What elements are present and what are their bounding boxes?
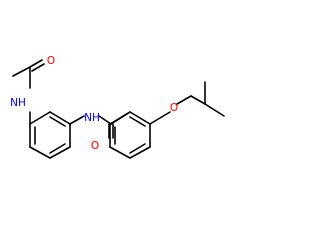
ring1-bond xyxy=(29,111,51,125)
bond-ring-nh xyxy=(69,115,85,125)
bond-carbonyl-oxygen-double-b xyxy=(31,63,45,72)
ether-oxygen-label: O xyxy=(170,102,178,114)
ring1-bond xyxy=(49,111,71,125)
atom-labels: O NH NH O O xyxy=(10,55,178,152)
bond-ch-methyl-right xyxy=(204,103,225,117)
ring1-bond xyxy=(49,146,71,159)
ring1-inner-bond xyxy=(49,116,66,127)
bond-ring-ether-oxygen xyxy=(149,111,171,125)
ring2-bond xyxy=(129,146,151,159)
bond-methyl-carbonyl xyxy=(12,66,31,77)
acetyl-oxygen-label: O xyxy=(47,55,55,67)
bond-carbonyl-oxygen-double-a xyxy=(29,59,43,68)
ring1-inner-bond xyxy=(49,143,66,154)
acetamide-nh-label: NH xyxy=(10,97,26,109)
ring2-bond xyxy=(129,111,151,125)
ring1-bond xyxy=(29,146,51,159)
ring2-inner-bond xyxy=(129,143,146,154)
amide-oxygen-label: O xyxy=(91,140,99,152)
amide-nh-label: NH xyxy=(84,112,100,124)
bond-nh-carbonyl xyxy=(98,115,112,125)
ring2-inner-bond xyxy=(129,116,146,127)
ring2-bond xyxy=(109,146,131,159)
chemical-structure-diagram: O NH NH O O xyxy=(10,55,225,159)
bond-ch2-ch xyxy=(190,95,206,105)
bonds xyxy=(12,59,225,159)
bond-oxygen-ch2 xyxy=(176,95,192,105)
ring2-bond xyxy=(109,111,131,125)
